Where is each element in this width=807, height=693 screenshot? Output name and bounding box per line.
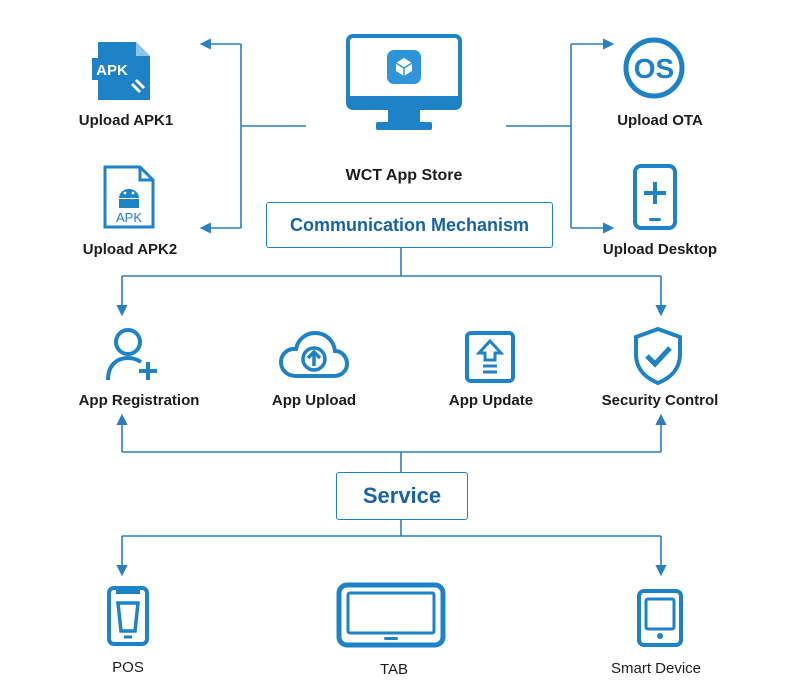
monitor-icon (346, 34, 462, 134)
android-apk-icon: APK (102, 164, 156, 230)
os-icon: OS (622, 36, 686, 100)
app-update-label: App Update (448, 392, 534, 409)
app-upload-label: App Upload (271, 392, 357, 409)
apk-file-icon: APK (92, 40, 156, 102)
tablet-icon (336, 582, 446, 648)
svg-text:OS: OS (634, 53, 674, 84)
wct-app-store-label: WCT App Store (345, 167, 463, 184)
update-icon (464, 330, 516, 384)
tab-label: TAB (379, 661, 409, 678)
app-registration-label: App Registration (78, 392, 200, 409)
communication-mechanism-title: Communication Mechanism (289, 214, 530, 235)
communication-mechanism-box: Communication Mechanism (266, 202, 553, 248)
upload-apk2-label: Upload APK2 (82, 241, 178, 258)
svg-text:APK: APK (96, 62, 128, 79)
pos-label: POS (112, 659, 144, 676)
svg-text:APK: APK (116, 210, 142, 225)
smart-device-label: Smart Device (610, 660, 702, 677)
upload-ota-label: Upload OTA (617, 112, 703, 129)
smart-device-icon (636, 588, 684, 648)
pos-icon (106, 585, 150, 647)
upload-apk1-label: Upload APK1 (78, 112, 174, 129)
service-box: Service (336, 472, 468, 520)
add-user-icon (104, 326, 160, 384)
phone-plus-icon (632, 164, 678, 230)
upload-desktop-label: Upload Desktop (602, 241, 718, 258)
shield-check-icon (632, 326, 684, 386)
cloud-upload-icon (278, 330, 350, 382)
service-title: Service (362, 483, 442, 508)
security-control-label: Security Control (601, 392, 719, 409)
